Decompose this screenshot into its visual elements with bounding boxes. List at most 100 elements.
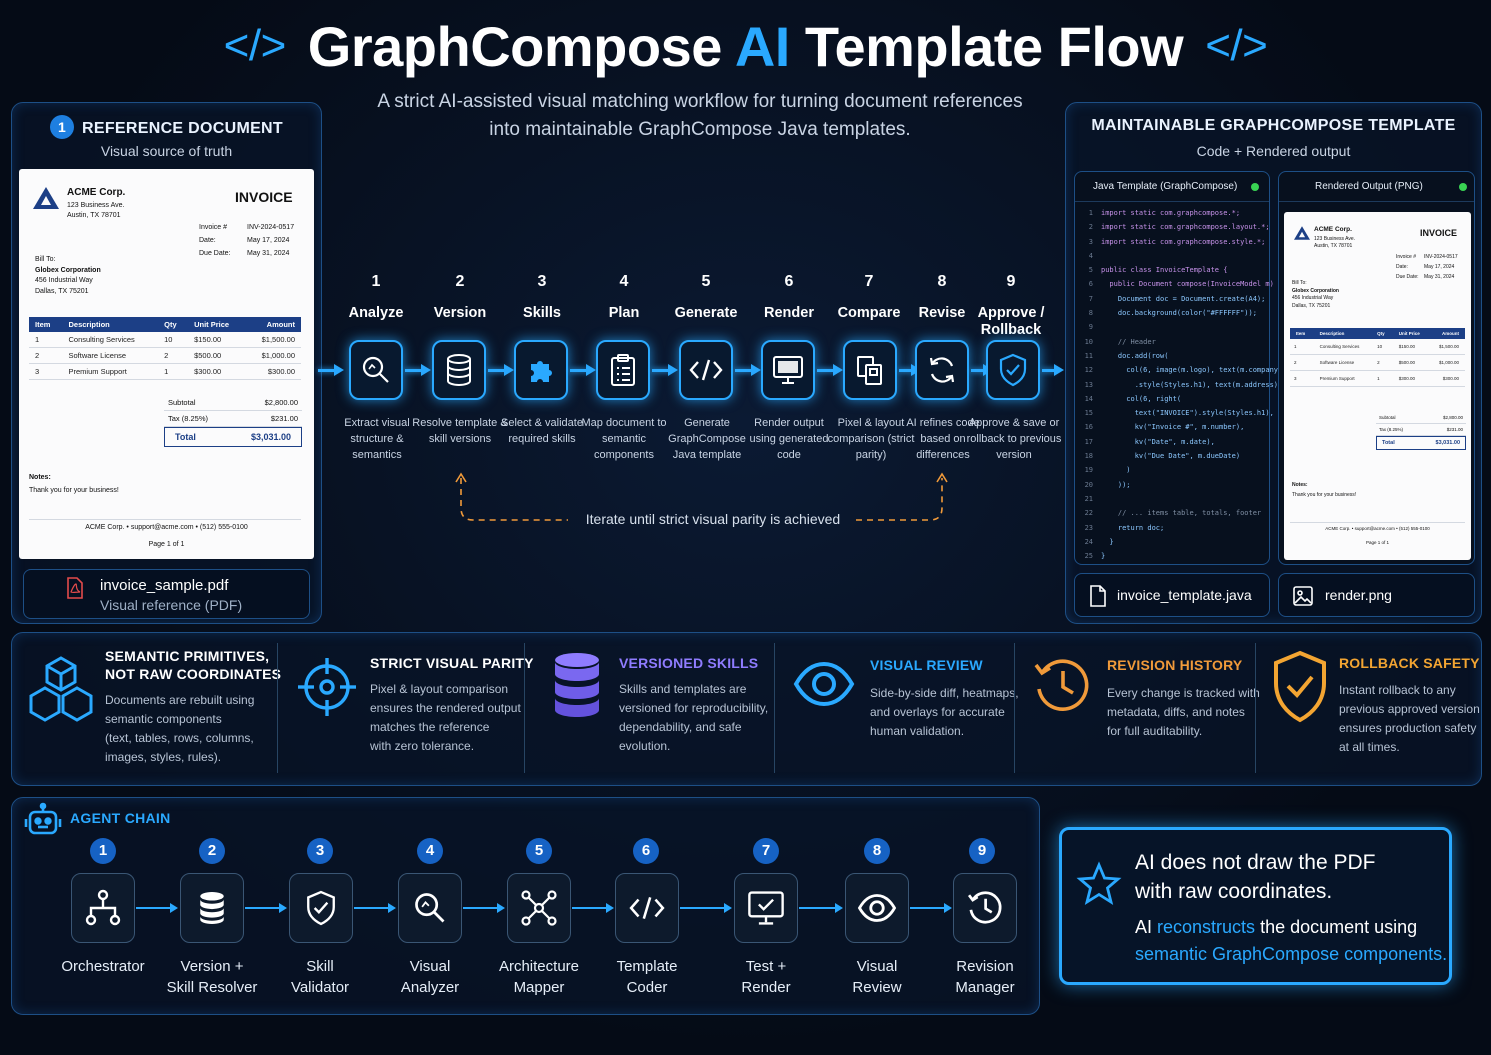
line-number: 10 xyxy=(1084,337,1093,346)
code-line: 22 // ... items table, totals, footer xyxy=(1075,506,1269,520)
invoice-document[interactable]: ACME Corp. 123 Business Ave. Austin, TX … xyxy=(19,169,314,559)
step-approve-rollback[interactable] xyxy=(986,340,1040,400)
code-line: 9 xyxy=(1075,320,1269,334)
file-icon xyxy=(1090,585,1106,607)
render-tab[interactable]: Rendered Output (PNG) xyxy=(1315,181,1423,192)
agent-orchestrator[interactable] xyxy=(71,873,135,943)
step-version[interactable] xyxy=(432,340,486,400)
step-description: Generate GraphCompose Java template xyxy=(668,417,746,461)
iterate-label: Iterate until strict visual parity is ac… xyxy=(585,511,841,527)
feature-title: VISUAL REVIEW xyxy=(870,657,983,673)
png-file-name: render.png xyxy=(1325,587,1392,603)
agent-number: 4 xyxy=(417,838,443,864)
network-icon xyxy=(521,890,557,926)
code-line: 24 } xyxy=(1075,535,1269,549)
agent-skill-validator[interactable] xyxy=(289,873,353,943)
code-tab[interactable]: Java Template (GraphCompose) xyxy=(1093,181,1238,192)
compare-icon xyxy=(857,356,882,385)
status-dot xyxy=(1251,183,1259,191)
page-title: </>GraphCompose AI Template Flow</> xyxy=(223,15,1268,78)
agent-visual-review[interactable] xyxy=(845,873,909,943)
flow-arrow xyxy=(318,364,344,376)
step-plan[interactable] xyxy=(596,340,650,400)
feature-title: STRICT VISUAL PARITY xyxy=(370,655,534,671)
callout-headline: AI does not draw the PDF with raw coordi… xyxy=(1135,851,1376,903)
callout-box: AI does not draw the PDF with raw coordi… xyxy=(1059,827,1452,985)
step-generate[interactable] xyxy=(679,340,733,400)
flow-arrow xyxy=(488,364,514,376)
image-icon xyxy=(1293,586,1313,606)
render-window[interactable]: Rendered Output (PNG) ACME Corp. 123 Bus… xyxy=(1278,171,1475,565)
step-title: Plan xyxy=(608,305,640,321)
agent-arrow xyxy=(463,903,505,913)
shield-check-icon xyxy=(1274,650,1326,723)
invoice-items-table: Item Description Qty Unit Price Amount 1… xyxy=(29,317,301,380)
code-line: 12 col(6, image(m.logo), text(m.company) xyxy=(1075,363,1283,377)
png-file-card[interactable]: render.png xyxy=(1278,573,1475,617)
pdf-file-icon xyxy=(67,577,83,599)
agent-arrow xyxy=(799,903,843,913)
step-analyze[interactable] xyxy=(349,340,403,400)
magnifier-icon xyxy=(362,356,389,383)
agent-template-coder[interactable] xyxy=(615,873,679,943)
shield-check-icon xyxy=(307,890,335,926)
agent-test-render[interactable] xyxy=(734,873,798,943)
step-title: Generate xyxy=(674,305,738,321)
step-description: AI refines code based on differences xyxy=(906,417,980,461)
line-number: 5 xyxy=(1088,266,1093,275)
agent-architecture-mapper[interactable] xyxy=(507,873,571,943)
step-title: Render xyxy=(764,305,814,321)
code-line: 21 xyxy=(1075,492,1269,506)
agent-version-skill-resolver[interactable] xyxy=(180,873,244,943)
code-line: 6 public Document compose(InvoiceModel m… xyxy=(1075,277,1282,291)
agent-arrow xyxy=(354,903,396,913)
code-icon: </> xyxy=(223,21,287,70)
code-line: 25} xyxy=(1075,549,1269,563)
agent-chain-title: AGENT CHAIN xyxy=(70,810,171,826)
step-skills[interactable] xyxy=(514,340,568,400)
rendered-invoice: ACME Corp. 123 Business Ave.Austin, TX 7… xyxy=(1284,212,1471,560)
stack-icon xyxy=(555,653,599,717)
java-file-card[interactable]: invoice_template.java xyxy=(1074,573,1270,617)
company-logo-icon xyxy=(1294,226,1310,240)
line-number: 11 xyxy=(1084,351,1093,360)
flow-arrow xyxy=(652,364,678,376)
agent-number: 7 xyxy=(753,838,779,864)
step-render[interactable] xyxy=(761,340,815,400)
line-number: 14 xyxy=(1084,394,1093,403)
code-icon xyxy=(629,897,665,919)
code-line: 11 doc.add(row( xyxy=(1075,349,1269,363)
agent-visual-analyzer[interactable] xyxy=(398,873,462,943)
line-number: 19 xyxy=(1084,466,1093,475)
agent-arrow xyxy=(680,903,732,913)
shield-check-icon xyxy=(999,353,1027,387)
step-title: Compare xyxy=(837,305,901,321)
line-number: 17 xyxy=(1084,437,1093,446)
agent-revision-manager[interactable] xyxy=(953,873,1017,943)
invoice-footer: ACME Corp. • support@acme.com • (512) 55… xyxy=(85,524,248,531)
agent-arrow xyxy=(136,903,178,913)
flow-arrow xyxy=(405,364,431,376)
code-line: 4 xyxy=(1075,249,1269,263)
invoice-company: ACME Corp. xyxy=(67,187,126,198)
flow-arrow xyxy=(1042,364,1064,376)
code-line: 23 return doc; xyxy=(1075,521,1269,535)
monitor-check-icon xyxy=(748,891,784,925)
step-description: Map document to semantic components xyxy=(581,417,667,461)
page-subtitle: A strict AI-assisted visual matching wor… xyxy=(377,91,1023,140)
agent-number: 5 xyxy=(526,838,552,864)
step-description: Select & validate required skills xyxy=(501,417,583,445)
pdf-file-card[interactable]: invoice_sample.pdf Visual reference (PDF… xyxy=(23,569,310,619)
pdf-file-caption: Visual reference (PDF) xyxy=(100,597,243,613)
step-compare[interactable] xyxy=(843,340,897,400)
step-revise[interactable] xyxy=(915,340,969,400)
step-title: Approve / Rollback xyxy=(977,305,1045,338)
